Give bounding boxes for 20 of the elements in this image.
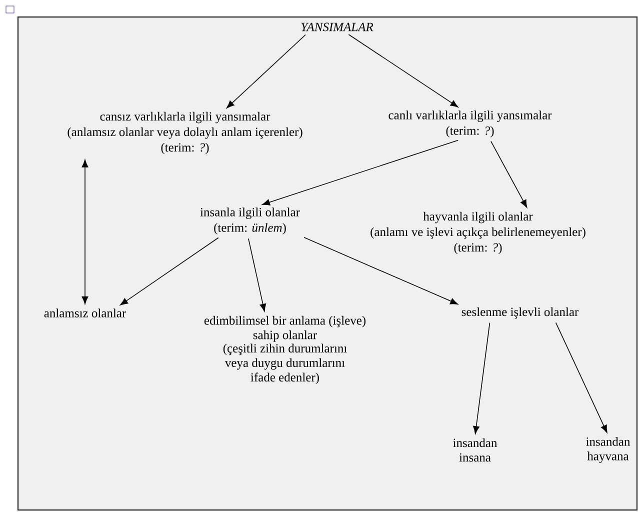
node-text: canlı varlıklarla ilgili yansımalar (terim: ?) xyxy=(388,110,552,138)
arrow xyxy=(120,237,219,306)
arrow xyxy=(555,322,608,433)
arrow xyxy=(226,34,306,108)
node-text: insandan insana xyxy=(453,438,498,462)
node-text: insanla ilgili olanlar (terim: ünlem) xyxy=(200,208,300,234)
node-text: insandan hayvana xyxy=(586,437,630,463)
node-text: YANSIMALAR xyxy=(301,22,374,32)
node-text: anlamsız olanlar xyxy=(44,308,126,318)
node-text: cansız varlıklarla ilgili yansımalar (anlamsız olanlar veya dolaylı anlam içerenler) (terim: ?) xyxy=(68,112,302,154)
arrow xyxy=(473,322,490,434)
arrow xyxy=(348,34,458,108)
arrow xyxy=(490,140,528,208)
node-text: seslenme işlevli olanlar xyxy=(462,307,579,319)
arrow xyxy=(82,160,88,304)
node-text: edimbilimsel bir anlama (işleve) sahip olanlar (çeşitli zihin durumlarını veya duygu durumlarını ifade edenler) xyxy=(204,316,366,384)
node-text: hayvanla ilgili olanlar (anlamı ve işlevi açıkça belirlenemeyenler) (terim: ?) xyxy=(370,212,586,254)
arrow xyxy=(248,238,266,312)
arrow xyxy=(304,237,458,304)
arrow xyxy=(262,140,458,206)
